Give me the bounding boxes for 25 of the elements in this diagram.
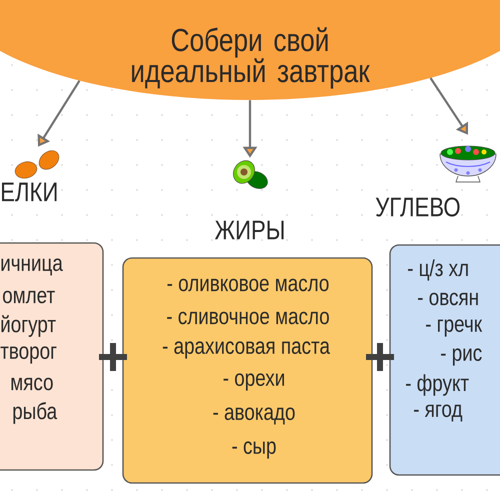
- list-item: - фрукт: [406, 374, 469, 396]
- list-item: - орехи: [224, 373, 284, 391]
- list-item: рыба: [13, 402, 58, 424]
- list-item: омлет: [3, 290, 55, 304]
- title-text: Собери свой идеальный завтрак: [132, 27, 370, 89]
- category-heading: ЖИРЫ: [214, 220, 284, 240]
- list-item: - ягод: [414, 404, 462, 422]
- list-item: творог: [0, 346, 56, 364]
- avocado-drawing: [233, 160, 268, 189]
- category-heading: ЕЛКИ: [2, 182, 56, 202]
- list-item: - гречк: [426, 319, 482, 337]
- list-item: - ц/з хл: [408, 259, 468, 281]
- egg-drawing: [14, 150, 60, 179]
- list-item: - рис: [441, 348, 482, 366]
- list-item: - сливочное масло: [167, 312, 329, 324]
- list-item: - сыр: [232, 441, 276, 459]
- bowl-drawing: [440, 146, 496, 182]
- category-heading: УГЛЕВО: [376, 197, 460, 217]
- list-item: - овсян: [418, 292, 478, 306]
- list-item: йогурт: [2, 315, 56, 337]
- list-item: ичница: [2, 258, 63, 276]
- list-item: - оливковое масло: [167, 278, 329, 292]
- list-item: - арахисовая паста: [162, 341, 330, 359]
- list-item: мясо: [12, 378, 53, 390]
- list-item: - авокадо: [213, 408, 295, 424]
